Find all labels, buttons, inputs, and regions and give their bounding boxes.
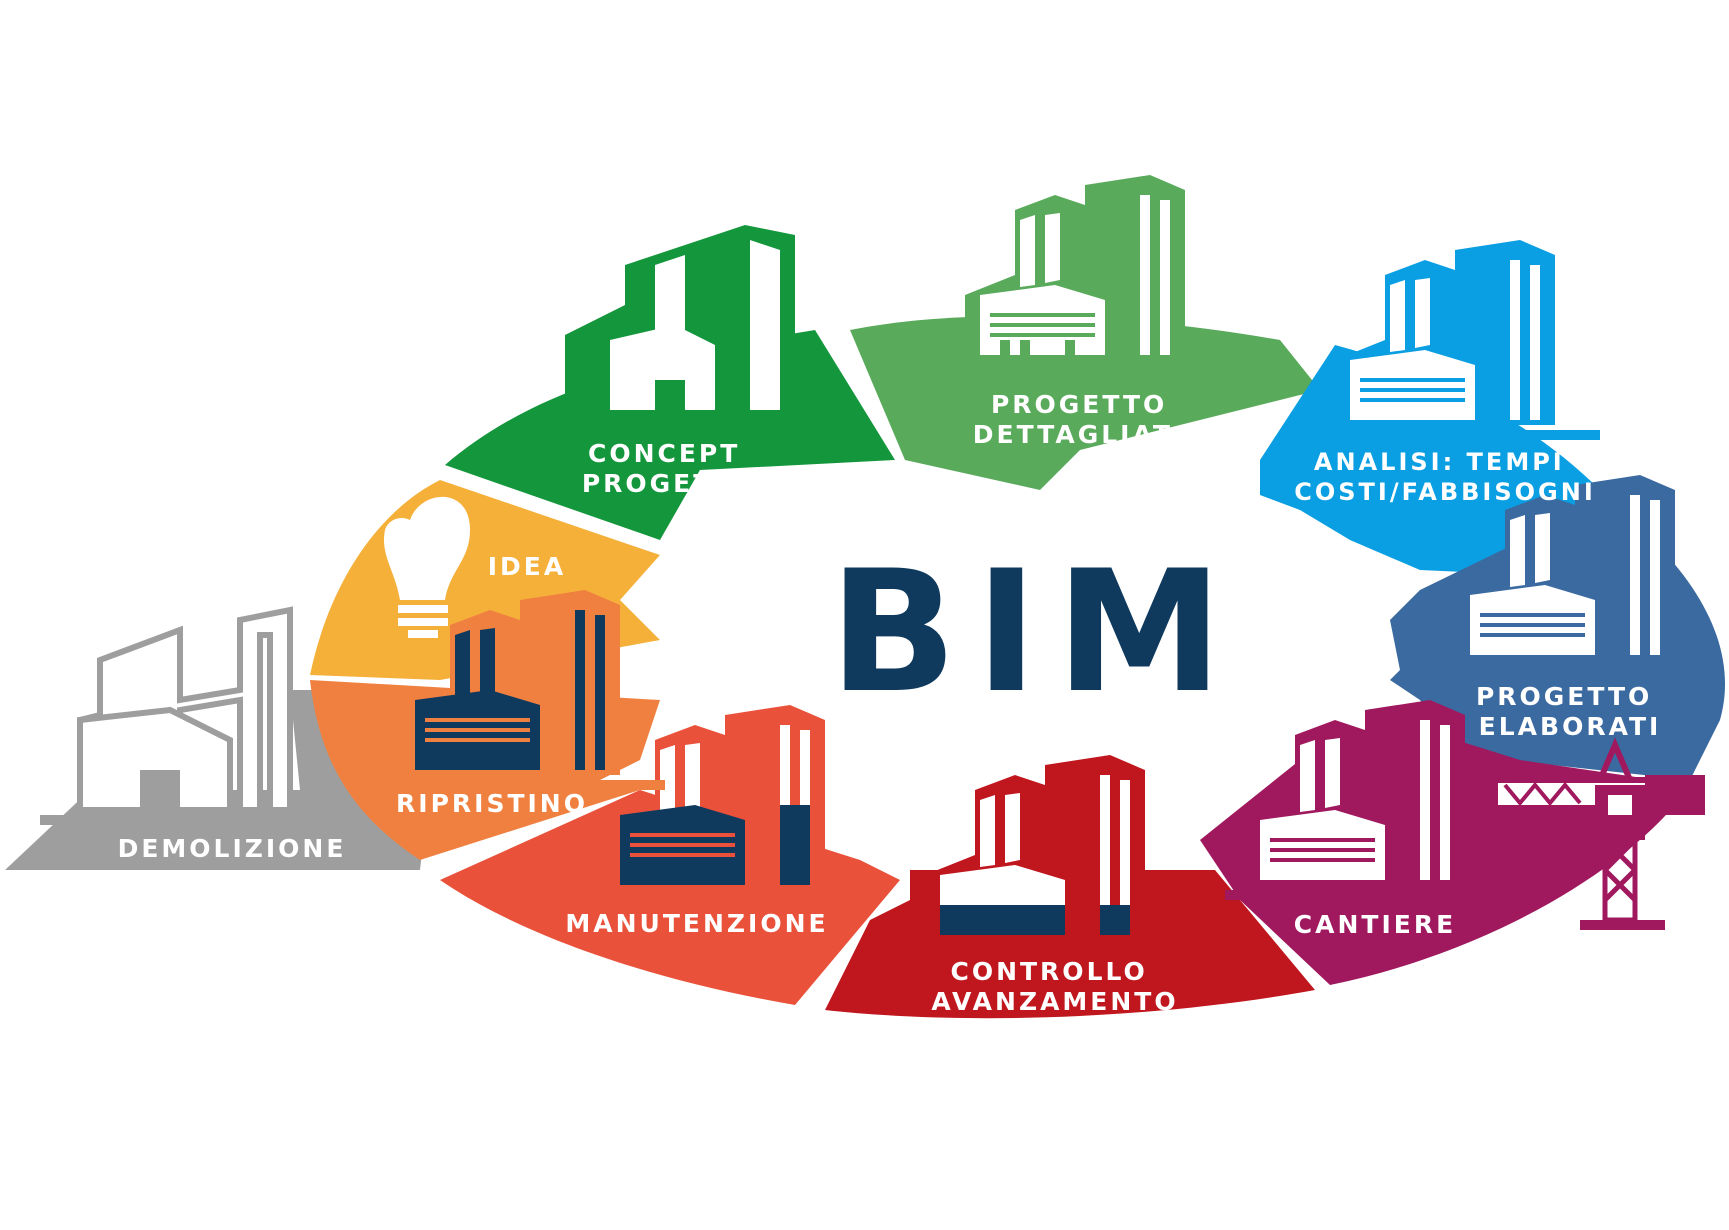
diagram-title: BIM <box>829 534 1241 730</box>
building-icon-cantiere <box>1225 700 1510 900</box>
crane-icon <box>1492 737 1705 930</box>
label-cantiere: CANTIERE <box>1294 910 1456 939</box>
building-icon-ripristino <box>380 590 665 790</box>
label-ripristino: RIPRISTINO <box>396 789 588 818</box>
label-dettagliato: PROGETTO DETTAGLIATO <box>973 390 1197 449</box>
label-controllo: CONTROLLO AVANZAMENTO <box>931 957 1178 1016</box>
building-icon-demolizione <box>40 606 330 825</box>
label-demolizione: DEMOLIZIONE <box>118 834 347 863</box>
label-analisi: ANALISI: TEMPI COSTI/FABBISOGNI <box>1294 448 1596 506</box>
lightbulb-icon <box>383 496 470 638</box>
building-icon-dettagliato <box>945 175 1230 375</box>
building-icon-manutenzione <box>585 705 870 905</box>
building-icon-controllo <box>905 755 1190 955</box>
label-concept: CONCEPT PROGETTO <box>582 439 758 498</box>
label-manutenzione: MANUTENZIONE <box>565 909 828 938</box>
building-icon-analisi <box>1315 240 1600 440</box>
building-icon-concept <box>545 225 830 425</box>
label-idea: IDEA <box>488 552 566 581</box>
building-icon-elaborati <box>1435 475 1720 675</box>
label-elaborati: PROGETTO ELABORATI <box>1476 682 1664 741</box>
